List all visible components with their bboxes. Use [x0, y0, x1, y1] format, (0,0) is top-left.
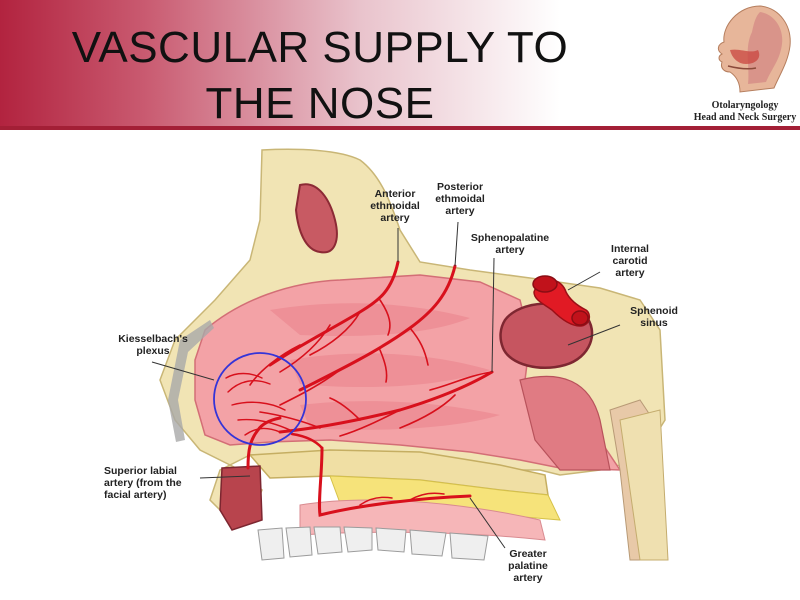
greater-palatine-artery-path	[317, 446, 472, 517]
label-posterior-ethmoidal-artery: Posterior ethmoidal artery	[435, 181, 485, 217]
carotid-cut-end-lower	[571, 310, 589, 326]
nasal-anatomy-diagram	[151, 148, 669, 561]
label-greater-palatine-artery: Greater palatine artery	[508, 548, 548, 584]
frontal-sinus	[294, 183, 338, 254]
upper-teeth	[257, 526, 489, 561]
logo-line2: Head and Neck Surgery	[693, 112, 797, 123]
slide-title-line2: THE NOSE	[205, 79, 435, 128]
label-kiesselbachs-plexus: Kiesselbach's plexus	[118, 333, 188, 357]
superior-labial-artery-path	[246, 416, 282, 470]
arteries	[225, 260, 494, 517]
label-internal-carotid-artery: Internal carotid artery	[611, 243, 649, 279]
head-anatomy-icon	[717, 5, 791, 93]
label-sphenopalatine-artery: Sphenopalatine artery	[470, 232, 550, 256]
cervical-region	[619, 409, 669, 561]
carotid-cut-end	[532, 275, 558, 293]
septal-cartilage	[168, 320, 214, 442]
label-superior-labial-artery: Superior labial artery (from the facial …	[104, 465, 182, 501]
nasopharynx	[519, 375, 611, 471]
label-anterior-ethmoidal-artery: Anterior ethmoidal artery	[370, 188, 420, 224]
header-rule	[0, 126, 800, 130]
leader-lines	[151, 221, 621, 549]
label-sphenoid-sinus: Sphenoid sinus	[630, 305, 678, 329]
slide-title-line1: VASCULAR SUPPLY TO	[71, 23, 569, 72]
slide-title: VASCULAR SUPPLY TO THE NOSE	[40, 20, 600, 132]
posterior-ethmoidal-artery-path	[298, 264, 457, 392]
upper-lip	[219, 465, 263, 531]
logo-line1: Otolaryngology	[711, 100, 779, 111]
kiesselbach-plexus-circle	[213, 352, 307, 446]
header-band	[0, 0, 800, 128]
logo-caption: Otolaryngology Head and Neck Surgery	[690, 100, 800, 124]
